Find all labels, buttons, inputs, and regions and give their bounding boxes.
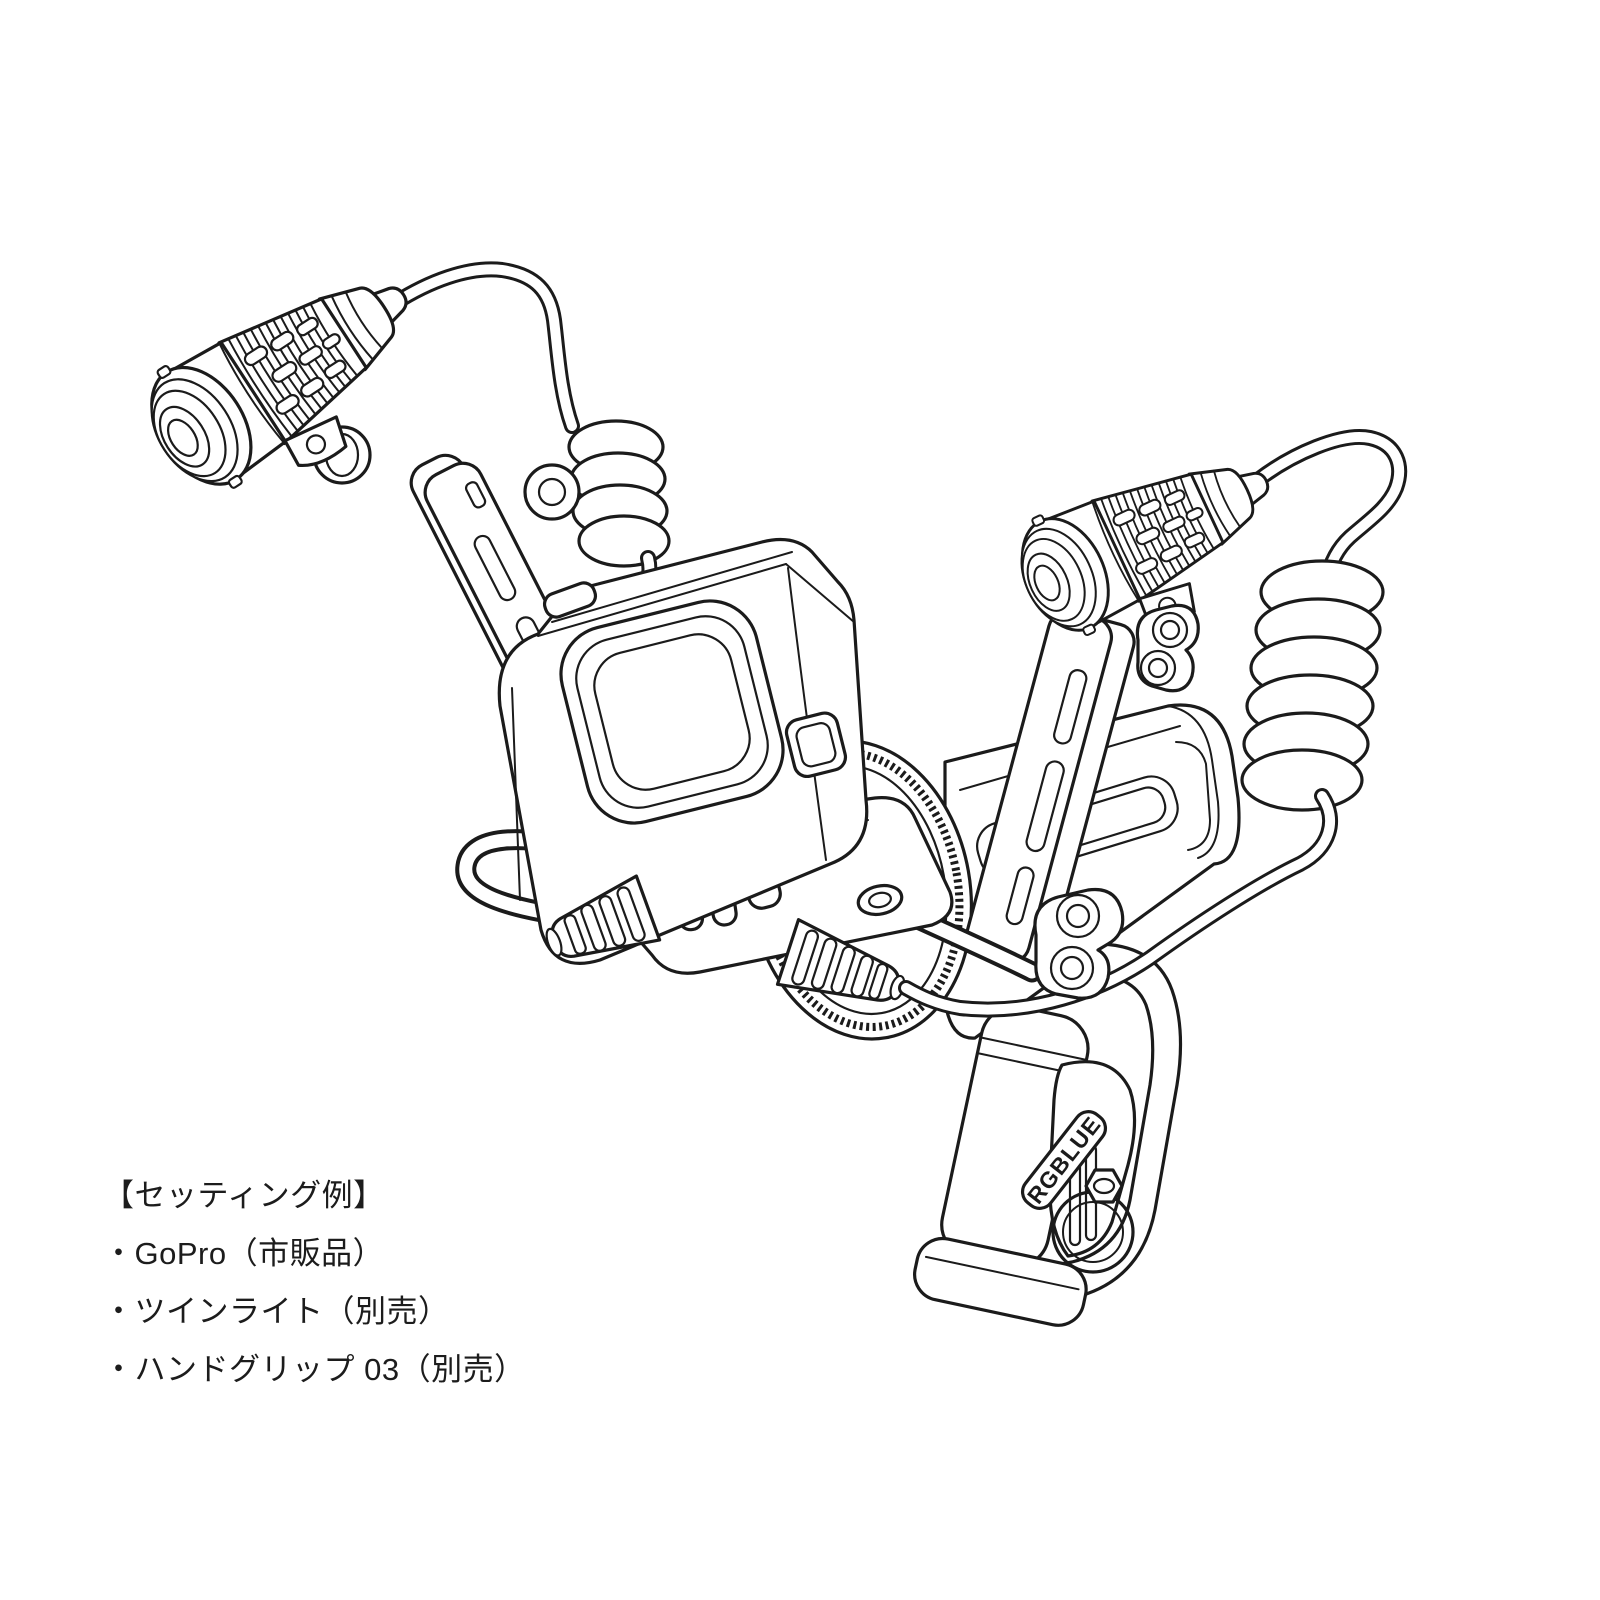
right-light-cable	[1250, 429, 1408, 588]
right-cable-gland	[775, 918, 906, 1002]
right-arm	[964, 609, 1136, 965]
left-light-cable	[387, 261, 580, 434]
right-light-link	[1135, 603, 1200, 693]
left-dive-light	[124, 234, 458, 533]
caption-item-gopro: ・GoPro（市販品）	[103, 1236, 385, 1271]
gopro-housing	[497, 538, 869, 965]
caption-title: 【セッティング例】	[103, 1178, 385, 1213]
housing-lens-port	[559, 599, 785, 825]
caption-item-hand-grip: ・ハンドグリップ 03（別売）	[103, 1352, 526, 1387]
right-cable-sweep	[898, 788, 1338, 1018]
grip-top-link	[1033, 887, 1125, 1000]
caption-item-twin-light: ・ツインライト（別売）	[103, 1294, 450, 1329]
housing-side-button	[784, 711, 848, 779]
front-cable-gland	[545, 874, 662, 959]
hand-grip: RGBLUE	[913, 942, 1183, 1327]
right-cable-coil	[1240, 559, 1385, 812]
caption-block: 【セッティング例】 ・GoPro（市販品） ・ツインライト（別売） ・ハンドグリ…	[103, 1176, 526, 1408]
housing-shutter-button	[542, 581, 598, 619]
left-cable-coil	[567, 419, 671, 588]
grip-bolt	[1084, 1168, 1124, 1204]
